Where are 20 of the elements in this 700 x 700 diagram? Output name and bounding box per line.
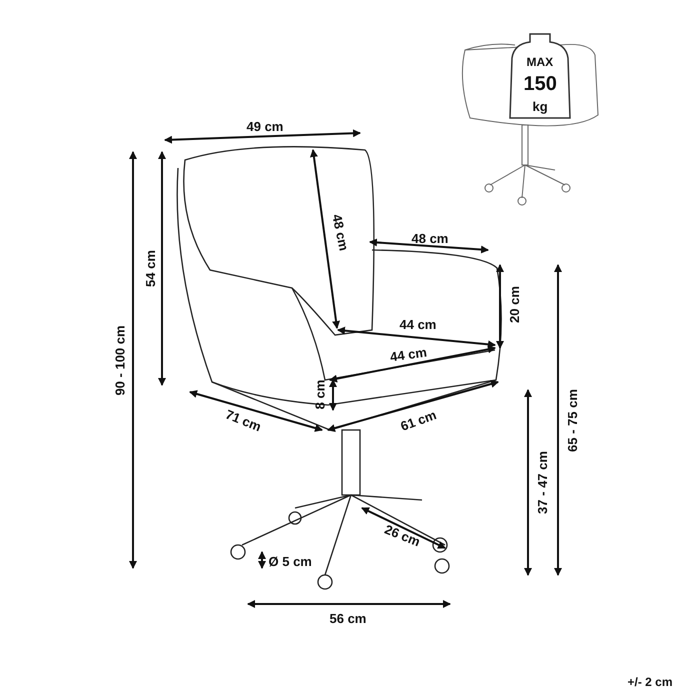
weight-limit-value: 150 [524, 72, 557, 96]
dimension-label: 71 cm [223, 406, 263, 434]
dimension-label: 44 cm [388, 344, 428, 364]
dimension-label: 48 cm [412, 230, 448, 246]
dimension-label: 26 cm [382, 521, 422, 549]
dimension-label: 8 cm [312, 379, 328, 409]
weight-unit-label: kg [532, 98, 548, 114]
dimension-label: 20 cm [506, 286, 522, 322]
dimension-label: 65 - 75 cm [564, 388, 580, 452]
dimension-label: 54 cm [142, 250, 158, 286]
weight-limit-label: MAX [526, 55, 554, 69]
dimension-label: 90 - 100 cm [112, 324, 128, 396]
dimension-label: 61 cm [398, 406, 438, 434]
dimension-label: 44 cm [400, 316, 436, 332]
dimension-label: 56 cm [330, 610, 366, 626]
dimension-label: 48 cm [328, 212, 352, 252]
tolerance-note: +/- 2 cm [628, 675, 673, 689]
dimension-label: 49 cm [246, 118, 284, 134]
dimension-label: Ø 5 cm [268, 554, 312, 568]
dimension-label: 37 - 47 cm [534, 450, 550, 514]
